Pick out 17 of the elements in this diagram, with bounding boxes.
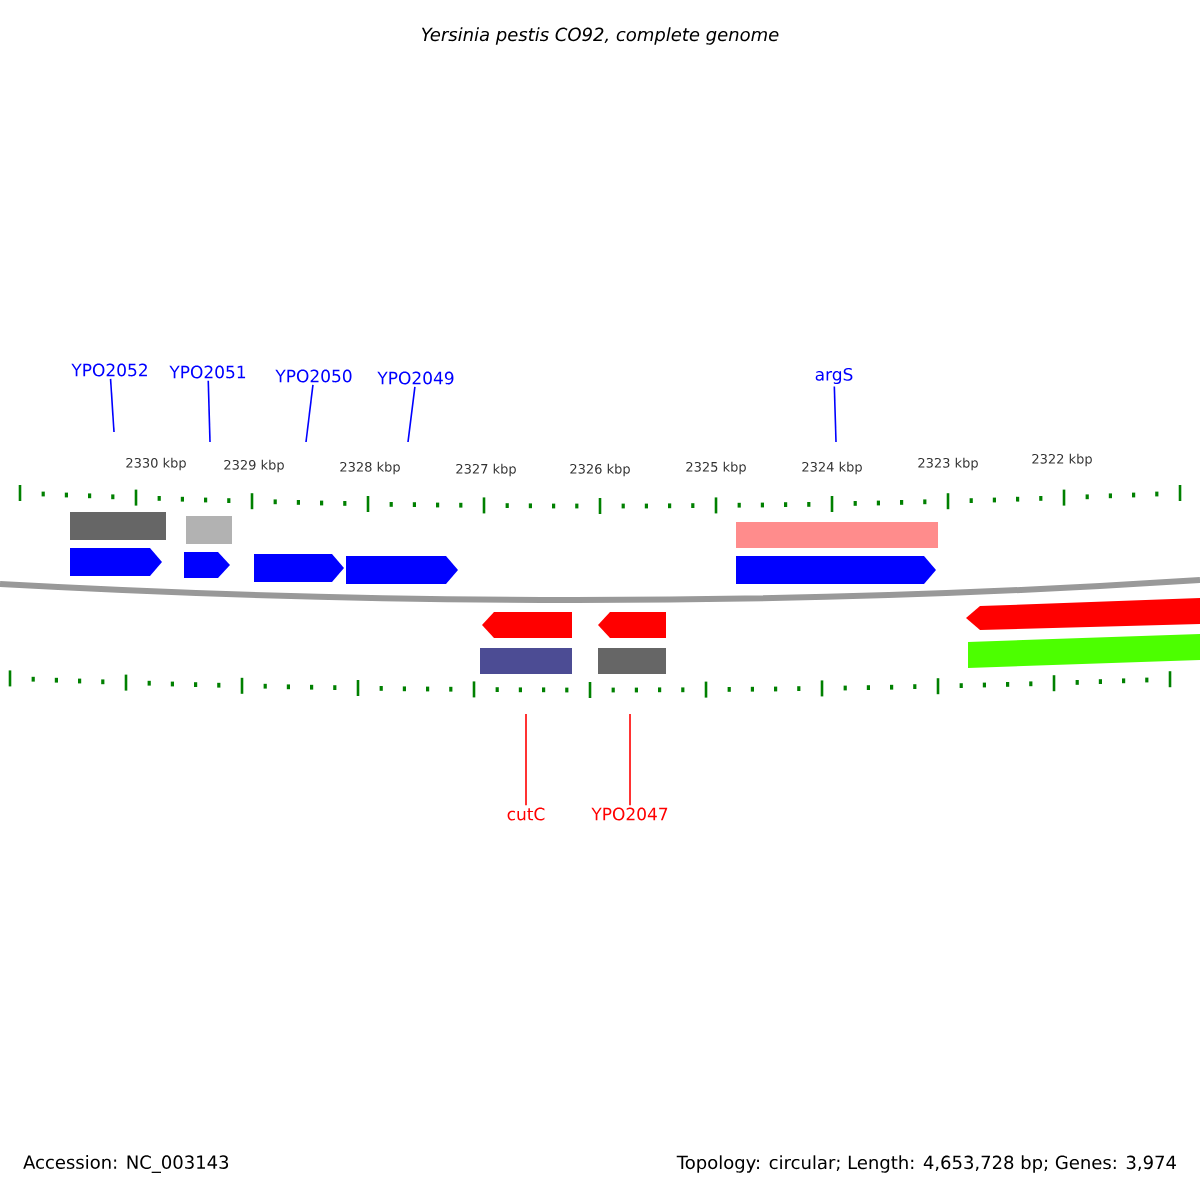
gene-label: YPO2052 <box>71 363 147 377</box>
gene-label: YPO2050 <box>275 369 352 383</box>
gene-label: YPO2049 <box>377 371 454 385</box>
leader-line <box>305 384 314 443</box>
gene-label: YPO2047 <box>591 807 668 821</box>
leader-line <box>629 713 631 806</box>
title: Yersinia pestis CO92, complete genome <box>421 27 779 45</box>
genome-info-text: Topology: circular; Length: 4,653,728 bp; Genes: 3,974 <box>676 1155 1176 1173</box>
leader-line <box>109 378 115 433</box>
gene-label: argS <box>815 367 853 385</box>
leader-line <box>407 386 416 443</box>
gene-label: YPO2051 <box>169 365 246 379</box>
gene-label: cutC <box>507 807 545 821</box>
leader-line <box>207 380 211 443</box>
leader-line <box>525 713 527 806</box>
accession-text: Accession: NC_003143 <box>23 1155 229 1173</box>
leader-line <box>833 385 837 443</box>
